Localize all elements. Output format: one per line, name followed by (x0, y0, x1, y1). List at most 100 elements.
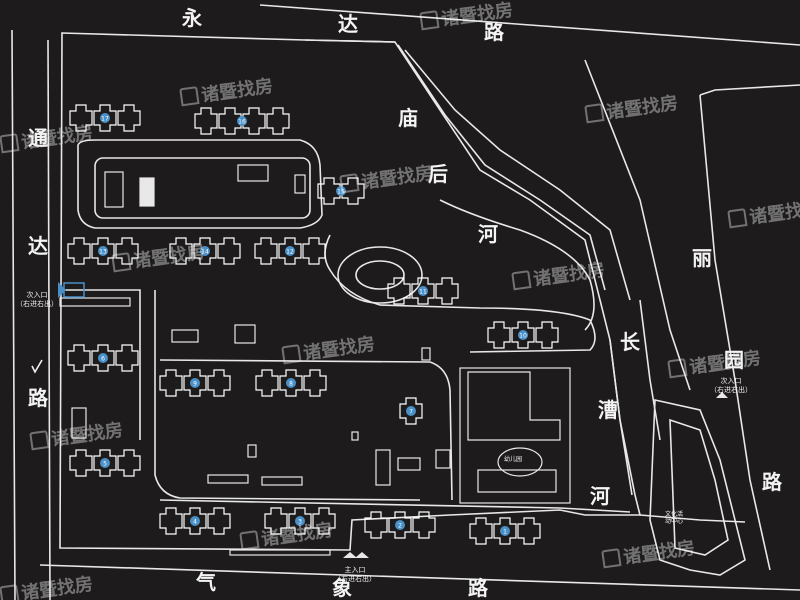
central-plaza-block (94, 157, 311, 219)
main-entrance: 主入口 （右进右出） (334, 566, 376, 584)
building-unit (159, 369, 183, 397)
kindergarten-compound (459, 367, 571, 504)
building-number: 14 (201, 249, 209, 256)
watermark-text: 诸暨找房 (19, 573, 95, 600)
house-icon (339, 173, 360, 194)
road-label-liyuan-2: 园 (724, 348, 744, 372)
building-unit (469, 517, 493, 545)
house-icon (179, 86, 200, 107)
road-edge-liyuan-west (584, 59, 691, 391)
house-icon (111, 252, 132, 273)
main-entrance-marker (343, 552, 369, 558)
service-block-10 (139, 177, 155, 207)
building-unit (303, 369, 327, 397)
road-label-yongda-1: 永 (182, 6, 202, 30)
east-secondary-entrance: 次入口 （右进右出） (710, 377, 752, 395)
road-label-qixiang-2: 象 (332, 576, 352, 600)
building-number: 9 (193, 381, 197, 388)
river-edge-miaohou-west (397, 44, 606, 291)
west-entrance-marker (58, 282, 85, 298)
building-unit (364, 511, 388, 539)
building-b3: 15 (317, 177, 365, 205)
building-unit (93, 104, 117, 132)
road-edge-tongda (11, 29, 16, 600)
building-b4: 14 (169, 237, 241, 265)
building-number: 4 (193, 519, 197, 526)
road-edge-tongda-inner (47, 39, 51, 600)
road-edge-yongda-inner (304, 39, 396, 43)
building-number: 1 (503, 529, 507, 536)
service-block-3 (421, 347, 431, 361)
building-number: 7 (409, 409, 413, 416)
house-icon (667, 358, 688, 379)
service-block-4 (71, 407, 87, 439)
building-b16: 2 (364, 511, 436, 539)
building-number-badge (200, 246, 210, 256)
road-label-liyuan-1: 丽 (692, 246, 712, 270)
building-b6: 12 (254, 237, 326, 265)
building-unit (255, 369, 279, 397)
parking-strip-south (229, 549, 331, 556)
building-unit (67, 237, 91, 265)
building-b10: 8 (255, 369, 327, 397)
building-unit (312, 507, 336, 535)
building-unit (207, 507, 231, 535)
plaza-block-west (104, 171, 124, 208)
house-icon (584, 103, 605, 124)
kindergarten-label: 幼儿园 (504, 455, 522, 464)
building-unit (341, 177, 365, 205)
building-number: 11 (419, 289, 427, 296)
road-edge-liyuan-inner (699, 94, 771, 571)
building-unit (435, 277, 459, 305)
house-icon (281, 344, 302, 365)
building-unit (207, 369, 231, 397)
road-edge-qixiang (39, 564, 800, 591)
building-unit (242, 107, 266, 135)
building-unit (93, 449, 117, 477)
river-edge-changcao-east (639, 299, 661, 441)
building-number: 17 (101, 116, 109, 123)
east-parcel-inner (669, 418, 729, 556)
building-number: 15 (337, 189, 345, 196)
roundabout-inner (355, 260, 405, 290)
service-block-7 (435, 449, 451, 469)
building-unit (511, 321, 535, 349)
building-b8: 10 (487, 321, 559, 349)
building-b2: 16 (194, 107, 290, 135)
house-icon (29, 430, 50, 451)
building-number-badge (295, 516, 305, 526)
building-unit (399, 397, 423, 425)
road-label-tongda-1: 通 (28, 126, 48, 150)
building-unit (169, 237, 193, 265)
building-unit (159, 507, 183, 535)
building-unit (535, 321, 559, 349)
house-icon (239, 530, 260, 551)
building-number-badge (395, 520, 405, 530)
road-label-tongda-2: 达 (28, 234, 48, 258)
building-unit (117, 104, 141, 132)
house-icon (0, 133, 20, 154)
road-edge-yongda (259, 4, 800, 46)
service-block-6 (397, 457, 421, 471)
kindergarten-text: 幼儿园 (504, 456, 523, 463)
west-entrance-title: 次入口 (26, 291, 48, 299)
building-number-badge (100, 458, 110, 468)
building-number-badge (336, 186, 346, 196)
building-unit (193, 237, 217, 265)
building-unit (194, 107, 218, 135)
building-number-badge (98, 246, 108, 256)
building-number-badge (190, 516, 200, 526)
road-label-miaohou-1: 庙 (398, 106, 418, 130)
building-unit (69, 449, 93, 477)
road-label-qixiang-1: 气 (196, 570, 216, 594)
internal-lane-south (159, 499, 631, 513)
building-unit (302, 237, 326, 265)
building-b12: 6 (67, 344, 139, 372)
service-block-9 (351, 431, 359, 441)
building-unit (412, 511, 436, 539)
internal-lane-east (439, 199, 595, 331)
east-entrance-marker (716, 392, 728, 398)
building-unit (493, 517, 517, 545)
building-b5: 13 (67, 237, 139, 265)
